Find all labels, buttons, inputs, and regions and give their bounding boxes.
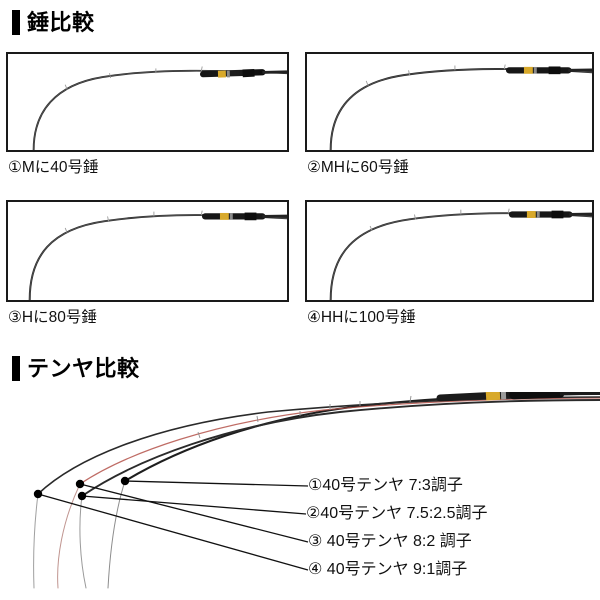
panel-caption-4: ④HHに100号錘 (307, 309, 416, 326)
marker-dots (33, 476, 130, 501)
marker-dot-3 (77, 491, 87, 501)
panel-caption-2: ②MHに60号錘 (307, 159, 409, 176)
leader-lines (37, 480, 309, 571)
marker-dot-2 (75, 479, 85, 489)
heading-accent-bar (12, 356, 20, 381)
rod-curve-3 (79, 399, 600, 589)
rod-bend-panel-1 (6, 52, 289, 152)
rod-handle-cluster (436, 392, 600, 402)
rod-bend-illustration-4 (329, 208, 592, 300)
tenya-label-2: ②40号テンヤ 7.5:2.5調子 (306, 505, 488, 522)
marker-dot-1 (33, 489, 43, 499)
rod-bend-panel-2 (305, 52, 594, 152)
panel-caption-1: ①Mに40号錘 (8, 159, 99, 176)
tenya-label-4: ④ 40号テンヤ 9:1調子 (308, 561, 468, 578)
tenya-label-1: ①40号テンヤ 7:3調子 (308, 477, 463, 494)
rod-guides (197, 395, 412, 439)
tenya-label-3: ③ 40号テンヤ 8:2 調子 (308, 533, 472, 550)
rod-bend-illustration-2 (329, 64, 592, 150)
panel-caption-3: ③Hに80号錘 (8, 309, 97, 326)
rod-bend-illustration-1 (32, 66, 287, 150)
tenya-comparison-diagram (0, 392, 600, 600)
section-title-weight: 錘比較 (27, 9, 95, 35)
section-title-tenya: テンヤ比較 (27, 355, 140, 381)
rod-bend-panel-4 (305, 200, 594, 302)
section-heading-tenya: テンヤ比較 (12, 356, 140, 381)
rod-bend-panel-3 (6, 200, 289, 302)
rod-bend-illustration-3 (28, 210, 287, 300)
tenya-rod-curves (33, 392, 600, 589)
section-heading-weight: 錘比較 (12, 10, 95, 35)
heading-accent-bar (12, 10, 20, 35)
marker-dot-4 (120, 476, 130, 486)
rod-curve-2 (57, 397, 600, 589)
